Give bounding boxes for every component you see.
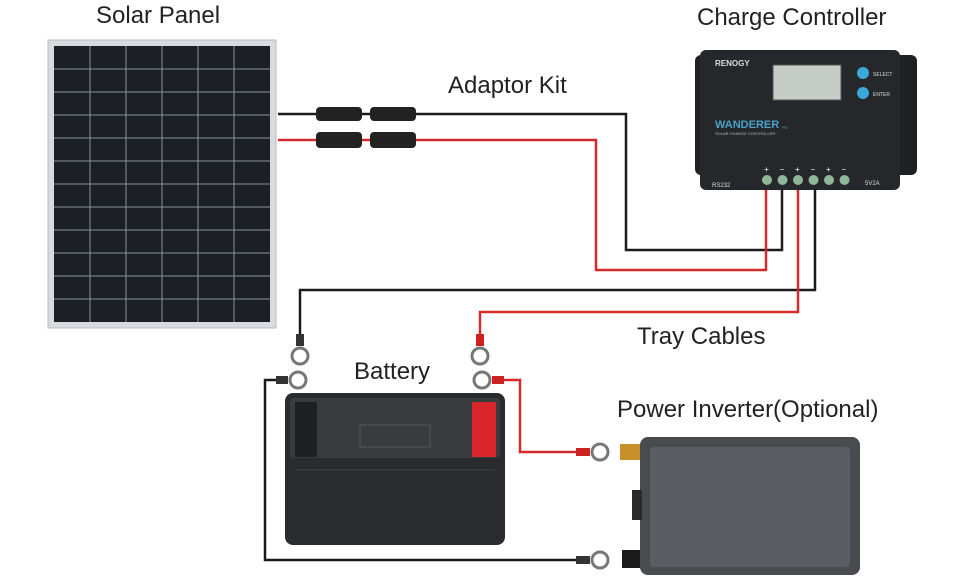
terminal-screw	[824, 175, 834, 185]
terminal-sign: −	[842, 165, 847, 174]
battery-negative-wire	[298, 190, 817, 335]
battery-positive-wire	[478, 190, 800, 335]
charge-controller: RENOGY SELECT ENTER WANDERER PG SOLAR CH…	[695, 50, 917, 190]
ring-terminals	[276, 334, 610, 570]
adaptor-kit-connectors	[316, 107, 416, 148]
panel-negative-wire	[278, 112, 784, 252]
wires	[263, 112, 817, 562]
solar-panel	[47, 39, 277, 329]
label-tray-cables: Tray Cables	[637, 323, 766, 350]
label-power-inverter: Power Inverter(Optional)	[617, 396, 879, 423]
terminal-sign: −	[780, 165, 785, 174]
terminal-screw	[777, 175, 788, 185]
terminal-sign: +	[826, 165, 831, 174]
terminal-screw	[762, 175, 772, 185]
battery	[285, 393, 505, 545]
label-battery: Battery	[354, 358, 431, 385]
controller-subtitle: SOLAR CHARGE CONTROLLER	[715, 131, 775, 136]
power-inverter	[620, 437, 860, 575]
brand-logo: RENOGY	[715, 59, 750, 68]
enter-button-label: ENTER	[873, 92, 890, 98]
panel-positive-wire	[278, 138, 768, 272]
terminal-screw	[793, 175, 803, 185]
inverter-negative-wire	[263, 378, 578, 562]
label-adaptor-kit: Adaptor Kit	[448, 72, 567, 99]
model-suffix: PG	[782, 125, 788, 130]
usb-label: 5V2A	[865, 181, 880, 187]
terminal-sign: −	[811, 165, 816, 174]
inverter-positive-wire	[495, 378, 578, 454]
terminal-sign: +	[795, 165, 800, 174]
label-solar-panel: Solar Panel	[96, 2, 221, 29]
terminal-sign: +	[764, 165, 769, 174]
label-charge-controller: Charge Controller	[697, 4, 887, 31]
select-button-label: SELECT	[873, 72, 892, 78]
rs232-label: RS232	[712, 183, 731, 189]
terminal-screw	[839, 175, 850, 185]
terminal-screw	[808, 175, 819, 185]
model-name: WANDERER	[715, 119, 779, 131]
